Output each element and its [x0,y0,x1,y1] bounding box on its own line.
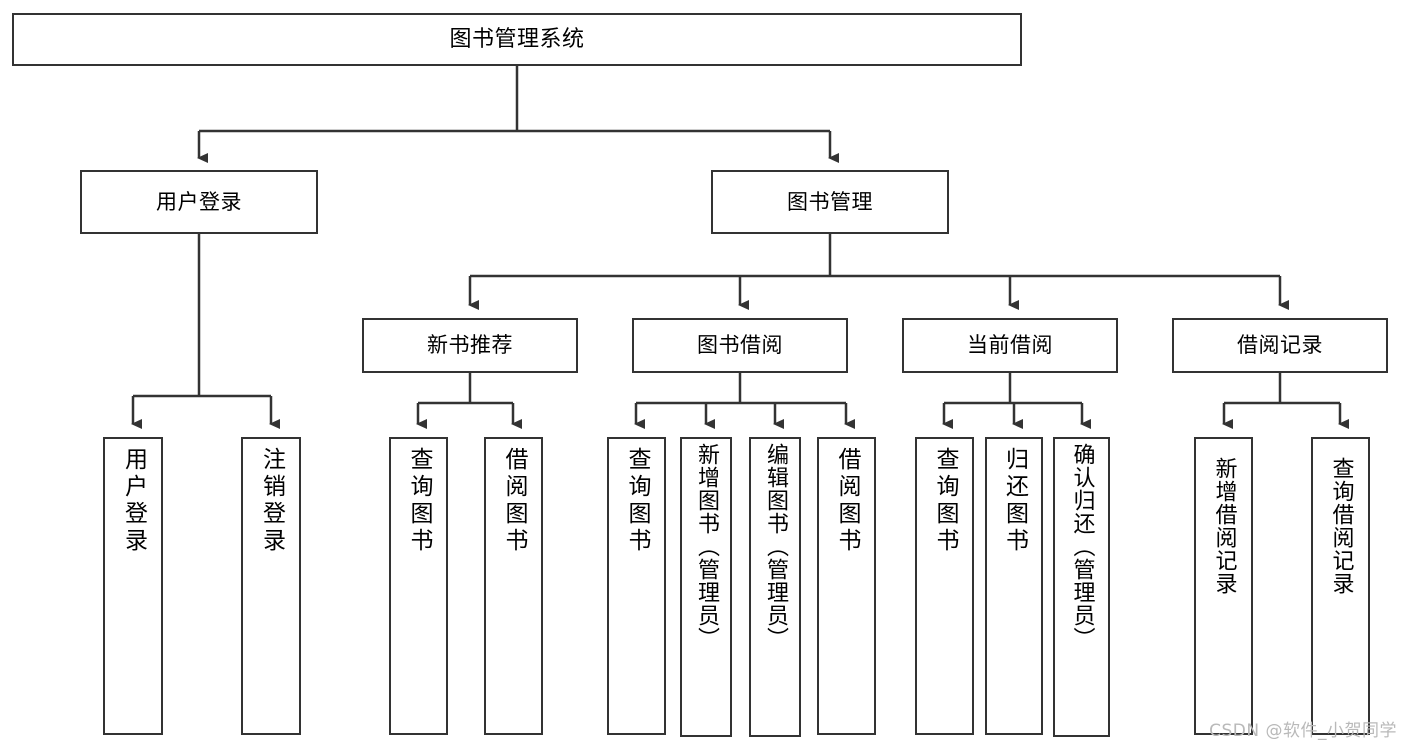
leaf-confirm-return-admin[interactable]: 确认归还（管理员） [1053,437,1110,737]
leaf-query-book-borrow[interactable]: 查询图书 [607,437,666,735]
node-label: 注销登录 [258,447,285,555]
node-label: 查询图书 [406,447,432,555]
leaf-borrow-book-borrow[interactable]: 借阅图书 [817,437,876,735]
node-label: 确认归还（管理员） [1069,443,1095,650]
node-label: 图书管理 [787,189,873,214]
node-label: 新书推荐 [427,333,513,358]
node-label: 当前借阅 [967,333,1053,358]
node-label: 借阅图书 [834,447,860,555]
node-label: 借阅记录 [1237,333,1323,358]
node-user-login[interactable]: 用户登录 [80,170,318,234]
leaf-query-borrow-record[interactable]: 查询借阅记录 [1311,437,1370,735]
node-label: 用户登录 [120,447,147,555]
node-label: 归还图书 [1001,447,1028,555]
node-label: 图书借阅 [697,333,783,358]
node-borrow-records[interactable]: 借阅记录 [1172,318,1388,373]
node-label: 新增借阅记录 [1211,457,1237,595]
leaf-edit-book-admin[interactable]: 编辑图书（管理员） [749,437,801,737]
node-label: 借阅图书 [501,447,527,555]
node-label: 图书管理系统 [449,26,585,52]
node-label: 查询借阅记录 [1328,457,1354,595]
leaf-user-login[interactable]: 用户登录 [103,437,163,735]
node-label: 查询图书 [932,447,958,555]
node-book-borrow[interactable]: 图书借阅 [632,318,848,373]
leaf-query-book-current[interactable]: 查询图书 [915,437,974,735]
node-label: 查询图书 [624,447,650,555]
node-root-system[interactable]: 图书管理系统 [12,13,1022,66]
node-label: 新增图书（管理员） [694,443,719,650]
node-label: 用户登录 [156,189,242,214]
node-book-management[interactable]: 图书管理 [711,170,949,234]
leaf-borrow-book-recommend[interactable]: 借阅图书 [484,437,543,735]
leaf-query-book-recommend[interactable]: 查询图书 [389,437,448,735]
watermark: CSDN @软件_小贺同学 [1209,721,1397,741]
node-current-borrow[interactable]: 当前借阅 [902,318,1118,373]
leaf-return-book[interactable]: 归还图书 [985,437,1043,735]
node-new-book-recommend[interactable]: 新书推荐 [362,318,578,373]
leaf-add-book-admin[interactable]: 新增图书（管理员） [680,437,732,737]
leaf-logout[interactable]: 注销登录 [241,437,301,735]
leaf-add-borrow-record[interactable]: 新增借阅记录 [1194,437,1253,735]
node-label: 编辑图书（管理员） [763,443,788,650]
